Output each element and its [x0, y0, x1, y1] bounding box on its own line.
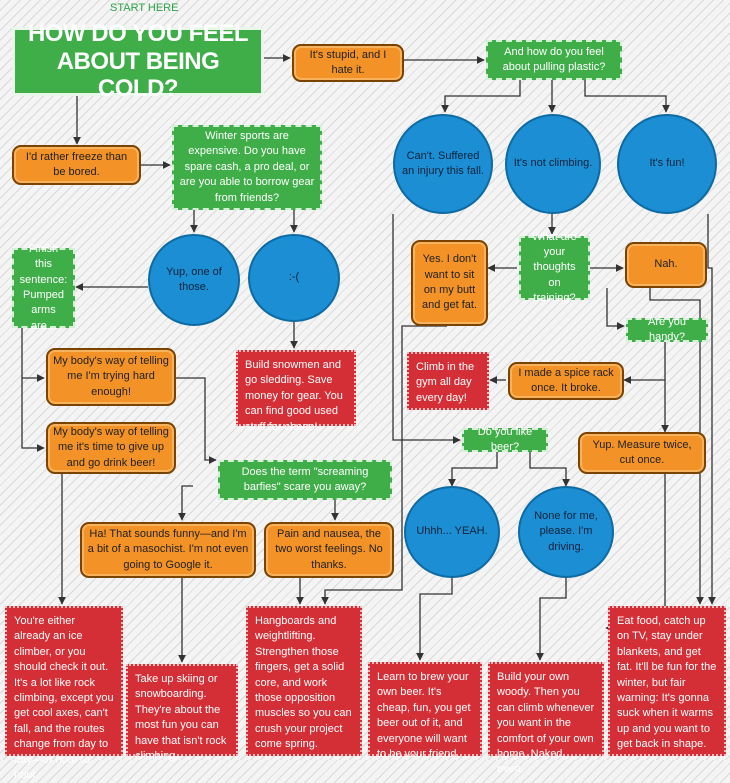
edge-finish-trying — [21, 328, 45, 382]
edge-measure-woody — [605, 474, 666, 632]
node-are-you-handy: Are you handy? — [626, 316, 708, 343]
edge-beer-uhhh — [448, 452, 498, 487]
node-climb-gym: Climb in the gym all day every day! — [407, 352, 489, 410]
node-winter-sports: Winter sports are expensive. Do you have… — [172, 125, 322, 210]
node-pain-nausea: Pain and nausea, the two worst feelings.… — [264, 522, 394, 578]
node-ha-funny: Ha! That sounds funny—and I'm a bit of a… — [80, 522, 256, 578]
node-build-woody: Build your own woody. Then you can climb… — [488, 662, 604, 775]
node-rather-freeze: I'd rather freeze than be bored. — [12, 145, 141, 185]
node-thoughts-training: What are your thoughts on training? — [519, 231, 590, 304]
start-here-label: START HERE — [110, 2, 179, 14]
edge-cant-beer — [392, 214, 461, 444]
edge-nah-handy — [606, 288, 625, 330]
node-sad-face: :-( — [248, 234, 340, 322]
node-eat-food: Eat food, catch up on TV, stay under bla… — [608, 606, 726, 756]
edge-plastic-cant — [441, 80, 521, 113]
node-my-body-trying: My body's way of telling me I'm trying h… — [46, 348, 176, 406]
node-my-body-giveup: My body's way of telling me it's time to… — [46, 422, 176, 474]
edge-plastic-fun — [584, 80, 670, 113]
node-skiing: Take up skiing or snowboarding. They're … — [126, 664, 238, 762]
node-like-beer: Do you like beer? — [462, 426, 548, 453]
node-yes-dont-want: Yes. I don't want to sit on my butt and … — [411, 240, 488, 326]
node-build-snowmen: Build snowmen and go sledding. Save mone… — [236, 350, 356, 433]
title-question: HOW DO YOU FEEL ABOUT BEING COLD? — [12, 20, 264, 102]
edge-none-woody — [536, 578, 567, 661]
edge-trying-barfies — [176, 377, 217, 464]
node-stupid: It's stupid, and I hate it. — [292, 44, 404, 82]
edge-beer-none — [529, 452, 570, 487]
connector-lines — [21, 54, 716, 663]
node-finish-sentence: Finish this sentence: Pumped arms are... — [12, 243, 75, 332]
node-hangboards: Hangboards and weightlifting. Strengthen… — [246, 606, 362, 756]
node-screaming-barfies: Does the term "screaming barfies" scare … — [218, 460, 392, 500]
node-yup-one: Yup, one of those. — [148, 234, 240, 326]
edge-finish-giveup — [21, 378, 45, 452]
edge-barfies-ha — [178, 485, 193, 521]
node-pulling-plastic: And how do you feel about pulling plasti… — [486, 40, 622, 80]
edge-yes-hang — [321, 325, 447, 605]
node-its-fun: It's fun! — [617, 114, 717, 214]
edge-fun-eat — [707, 214, 716, 605]
node-ice-climber: You're either already an ice climber, or… — [5, 606, 123, 781]
node-brew-beer: Learn to brew your own beer. It's cheap,… — [368, 662, 482, 760]
node-spice-rack: I made a spice rack once. It broke. — [508, 362, 624, 400]
node-none-for-me: None for me, please. I'm driving. — [518, 486, 614, 578]
node-measure-twice: Yup. Measure twice, cut once. — [578, 432, 706, 474]
edge-uhhh-brew — [416, 578, 453, 661]
node-uhhh-yeah: Uhhh... YEAH. — [404, 486, 500, 578]
node-not-climbing: It's not climbing. — [505, 114, 601, 214]
node-nah: Nah. — [625, 242, 707, 288]
node-cant-injury: Can't. Suffered an injury this fall. — [393, 114, 493, 214]
edge-handy-spice — [623, 342, 666, 384]
